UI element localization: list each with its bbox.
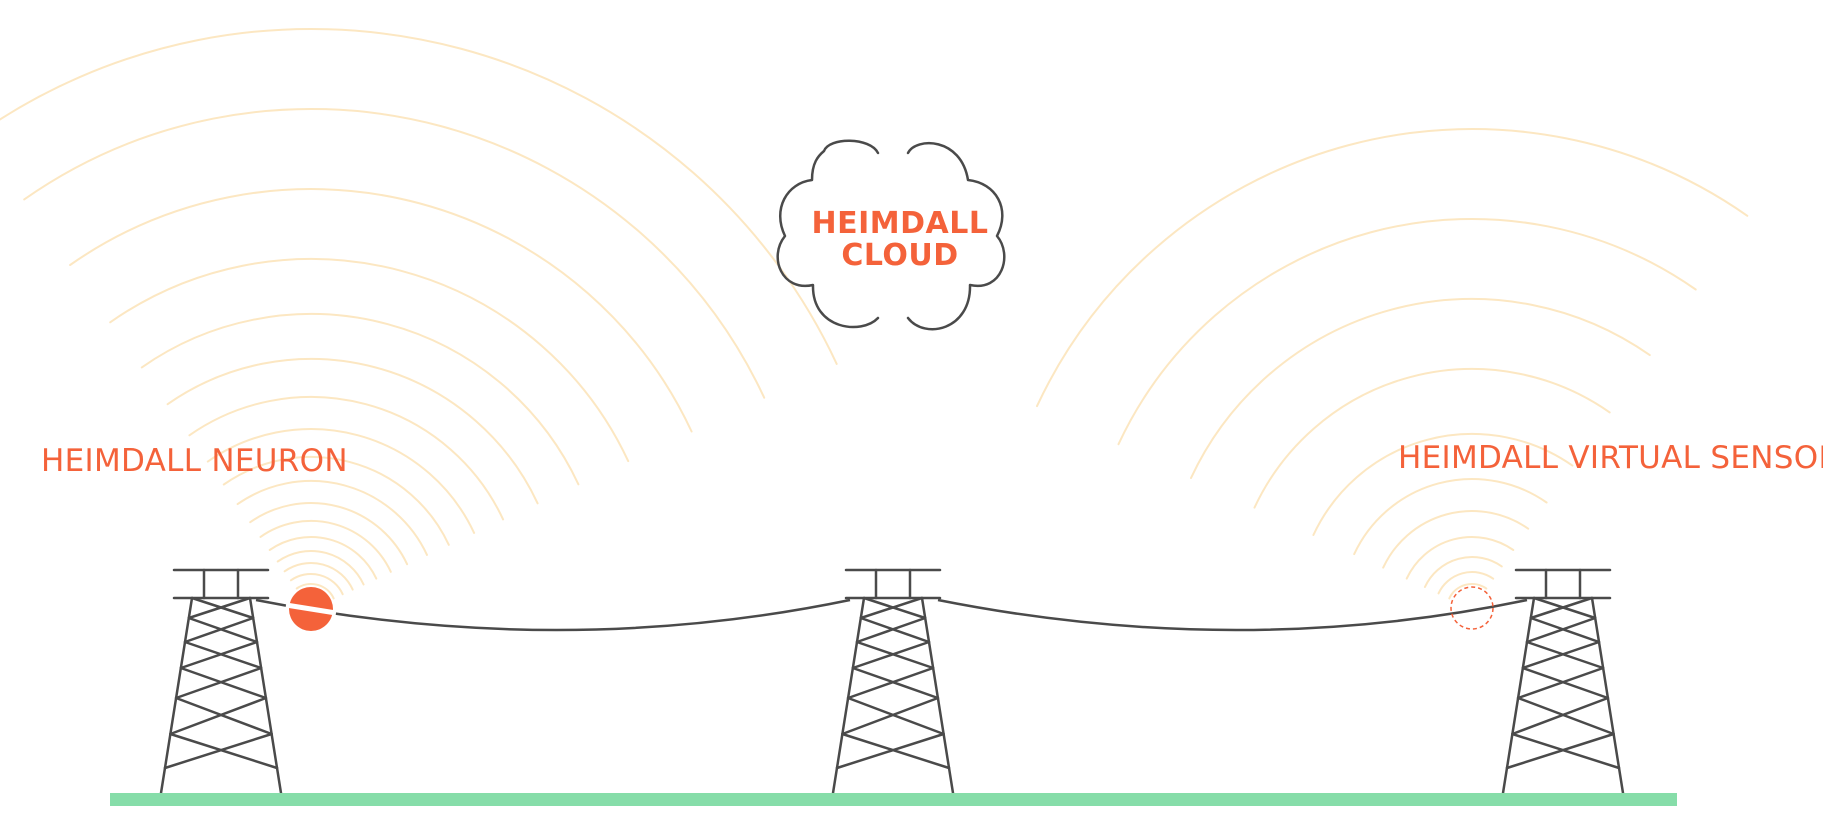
signal-wave-arc bbox=[140, 313, 580, 486]
signal-wave-arc bbox=[109, 257, 630, 463]
cloud-label-line1: HEIMDALL bbox=[811, 206, 989, 241]
signal-wave-arc bbox=[1312, 432, 1574, 536]
signal-wave-arc bbox=[23, 108, 766, 399]
signal-wave-arc bbox=[249, 502, 409, 566]
signal-wave-arc bbox=[1036, 128, 1749, 408]
cloud-icon bbox=[776, 139, 1006, 331]
signal-wave-arc bbox=[236, 480, 428, 556]
signal-wave-arc bbox=[222, 455, 450, 546]
signal-wave-arc bbox=[1117, 217, 1697, 446]
signal-wave-arc bbox=[206, 428, 476, 534]
signal-waves-virtual-sensor bbox=[1036, 128, 1749, 600]
ground bbox=[110, 793, 1677, 806]
cloud-label: HEIMDALL CLOUD bbox=[780, 208, 1020, 272]
signal-wave-arc bbox=[1190, 298, 1651, 479]
power-line-right bbox=[937, 598, 1528, 632]
signal-wave-arc bbox=[1448, 582, 1488, 600]
signal-wave-arc bbox=[1437, 571, 1495, 595]
signal-wave-arc bbox=[0, 27, 838, 365]
signal-wave-arc bbox=[283, 562, 354, 591]
signal-wave-arc bbox=[1253, 368, 1611, 509]
signal-wave-arc bbox=[1353, 478, 1548, 556]
signal-wave-arc bbox=[1382, 510, 1530, 569]
power-line-left bbox=[255, 598, 851, 632]
signal-wave-arc bbox=[1405, 535, 1515, 580]
neuron-sensor-icon bbox=[285, 587, 337, 631]
neuron-label: HEIMDALL NEURON bbox=[41, 443, 348, 479]
signal-wave-arc bbox=[295, 582, 335, 600]
virtual-sensor-label: HEIMDALL VIRTUAL SENSOR bbox=[1398, 440, 1823, 476]
cloud-label-line2: CLOUD bbox=[841, 238, 959, 273]
transmission-tower-icon bbox=[1501, 568, 1625, 795]
signal-wave-arc bbox=[1423, 556, 1503, 588]
signal-wave-arc bbox=[276, 550, 365, 586]
virtual-sensor-icon bbox=[1450, 586, 1494, 630]
signal-wave-arc bbox=[188, 395, 505, 521]
transmission-tower-icon bbox=[831, 568, 955, 795]
signal-wave-arc bbox=[289, 573, 344, 596]
signal-waves-neuron bbox=[0, 27, 838, 600]
transmission-tower-icon bbox=[159, 568, 283, 795]
signal-wave-arc bbox=[69, 188, 693, 433]
signal-wave-arc bbox=[166, 357, 539, 505]
signal-wave-arc bbox=[268, 535, 378, 580]
signal-wave-arc bbox=[259, 519, 392, 573]
